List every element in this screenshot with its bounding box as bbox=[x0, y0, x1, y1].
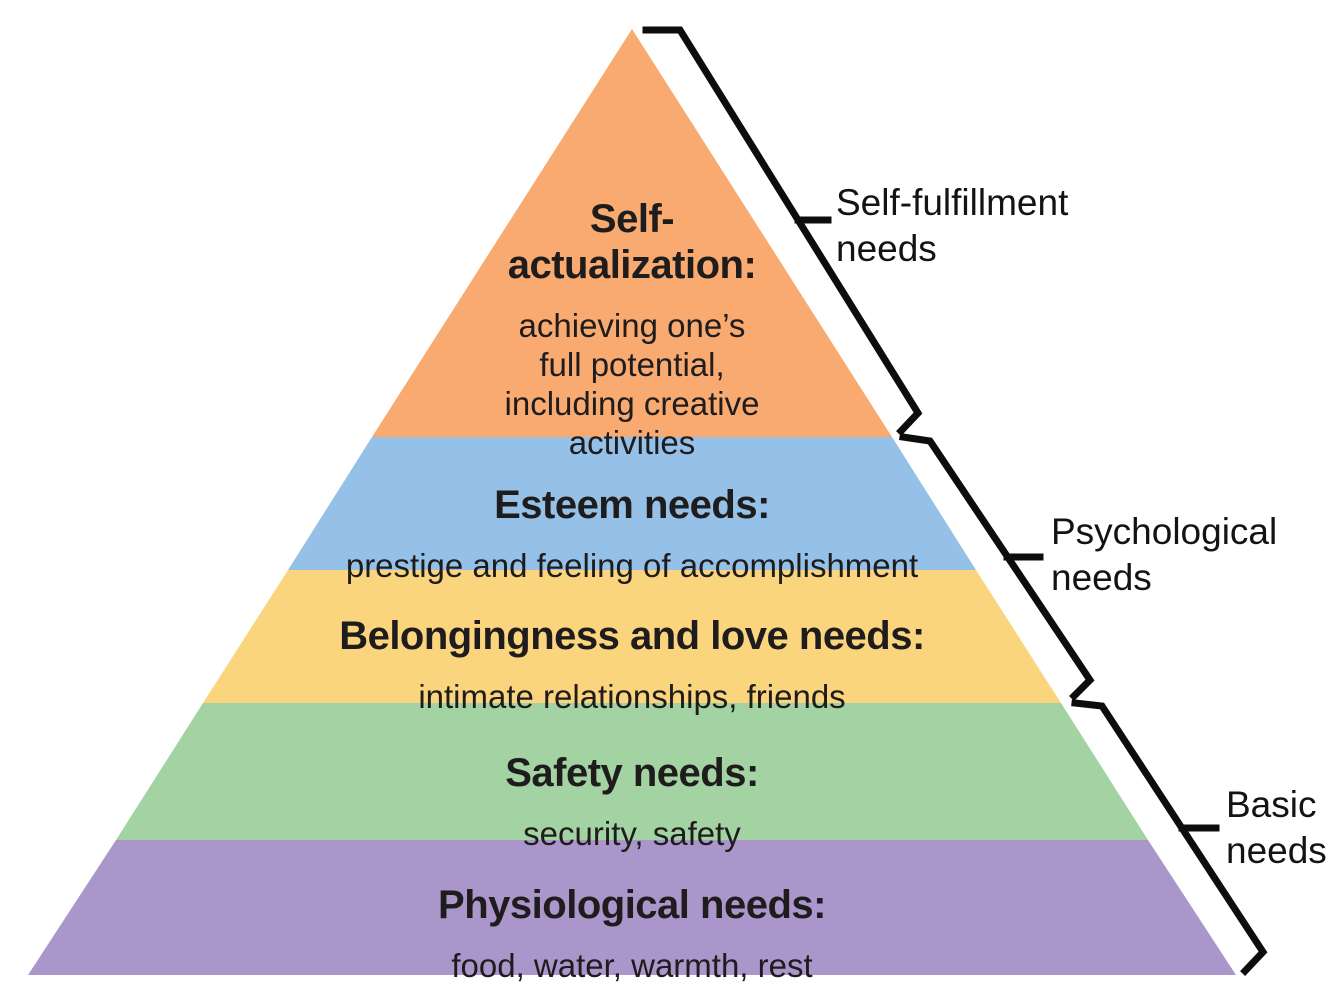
level-text-belongingness: Belongingness and love needs: intimate r… bbox=[339, 595, 925, 734]
level-title-safety: Safety needs: bbox=[505, 751, 759, 795]
side-label-psychological: Psychological needs bbox=[1051, 511, 1278, 598]
level-desc-self-actualization: achieving one’s full potential, includin… bbox=[504, 307, 760, 461]
level-title-esteem: Esteem needs: bbox=[494, 483, 770, 527]
level-desc-belongingness: intimate relationships, friends bbox=[418, 678, 846, 715]
side-label-basic: Basic needs bbox=[1226, 784, 1327, 871]
bracket-group bbox=[642, 26, 1268, 976]
side-label-self-fulfillment: Self-fulfillment needs bbox=[836, 182, 1069, 269]
level-title-self-actualization: Self- actualization: bbox=[507, 197, 757, 287]
level-desc-physiological: food, water, warmth, rest bbox=[451, 947, 813, 984]
level-text-esteem: Esteem needs: prestige and feeling of ac… bbox=[346, 464, 918, 603]
pyramid-level-safety bbox=[116, 703, 1148, 840]
level-title-physiological: Physiological needs: bbox=[438, 883, 826, 927]
pyramid-level-physiological bbox=[28, 840, 1236, 975]
level-text-safety: Safety needs: security, safety bbox=[505, 732, 759, 871]
pyramid-level-esteem bbox=[288, 437, 976, 570]
level-desc-safety: security, safety bbox=[523, 815, 741, 852]
pyramid-level-self-actualization bbox=[372, 29, 892, 437]
level-text-physiological: Physiological needs: food, water, warmth… bbox=[438, 864, 826, 1000]
level-text-self-actualization: Self- actualization: achieving one’s ful… bbox=[505, 178, 760, 480]
pyramid-level-belongingness bbox=[203, 570, 1061, 703]
level-desc-esteem: prestige and feeling of accomplishment bbox=[345, 547, 919, 584]
level-title-belongingness: Belongingness and love needs: bbox=[339, 614, 925, 658]
